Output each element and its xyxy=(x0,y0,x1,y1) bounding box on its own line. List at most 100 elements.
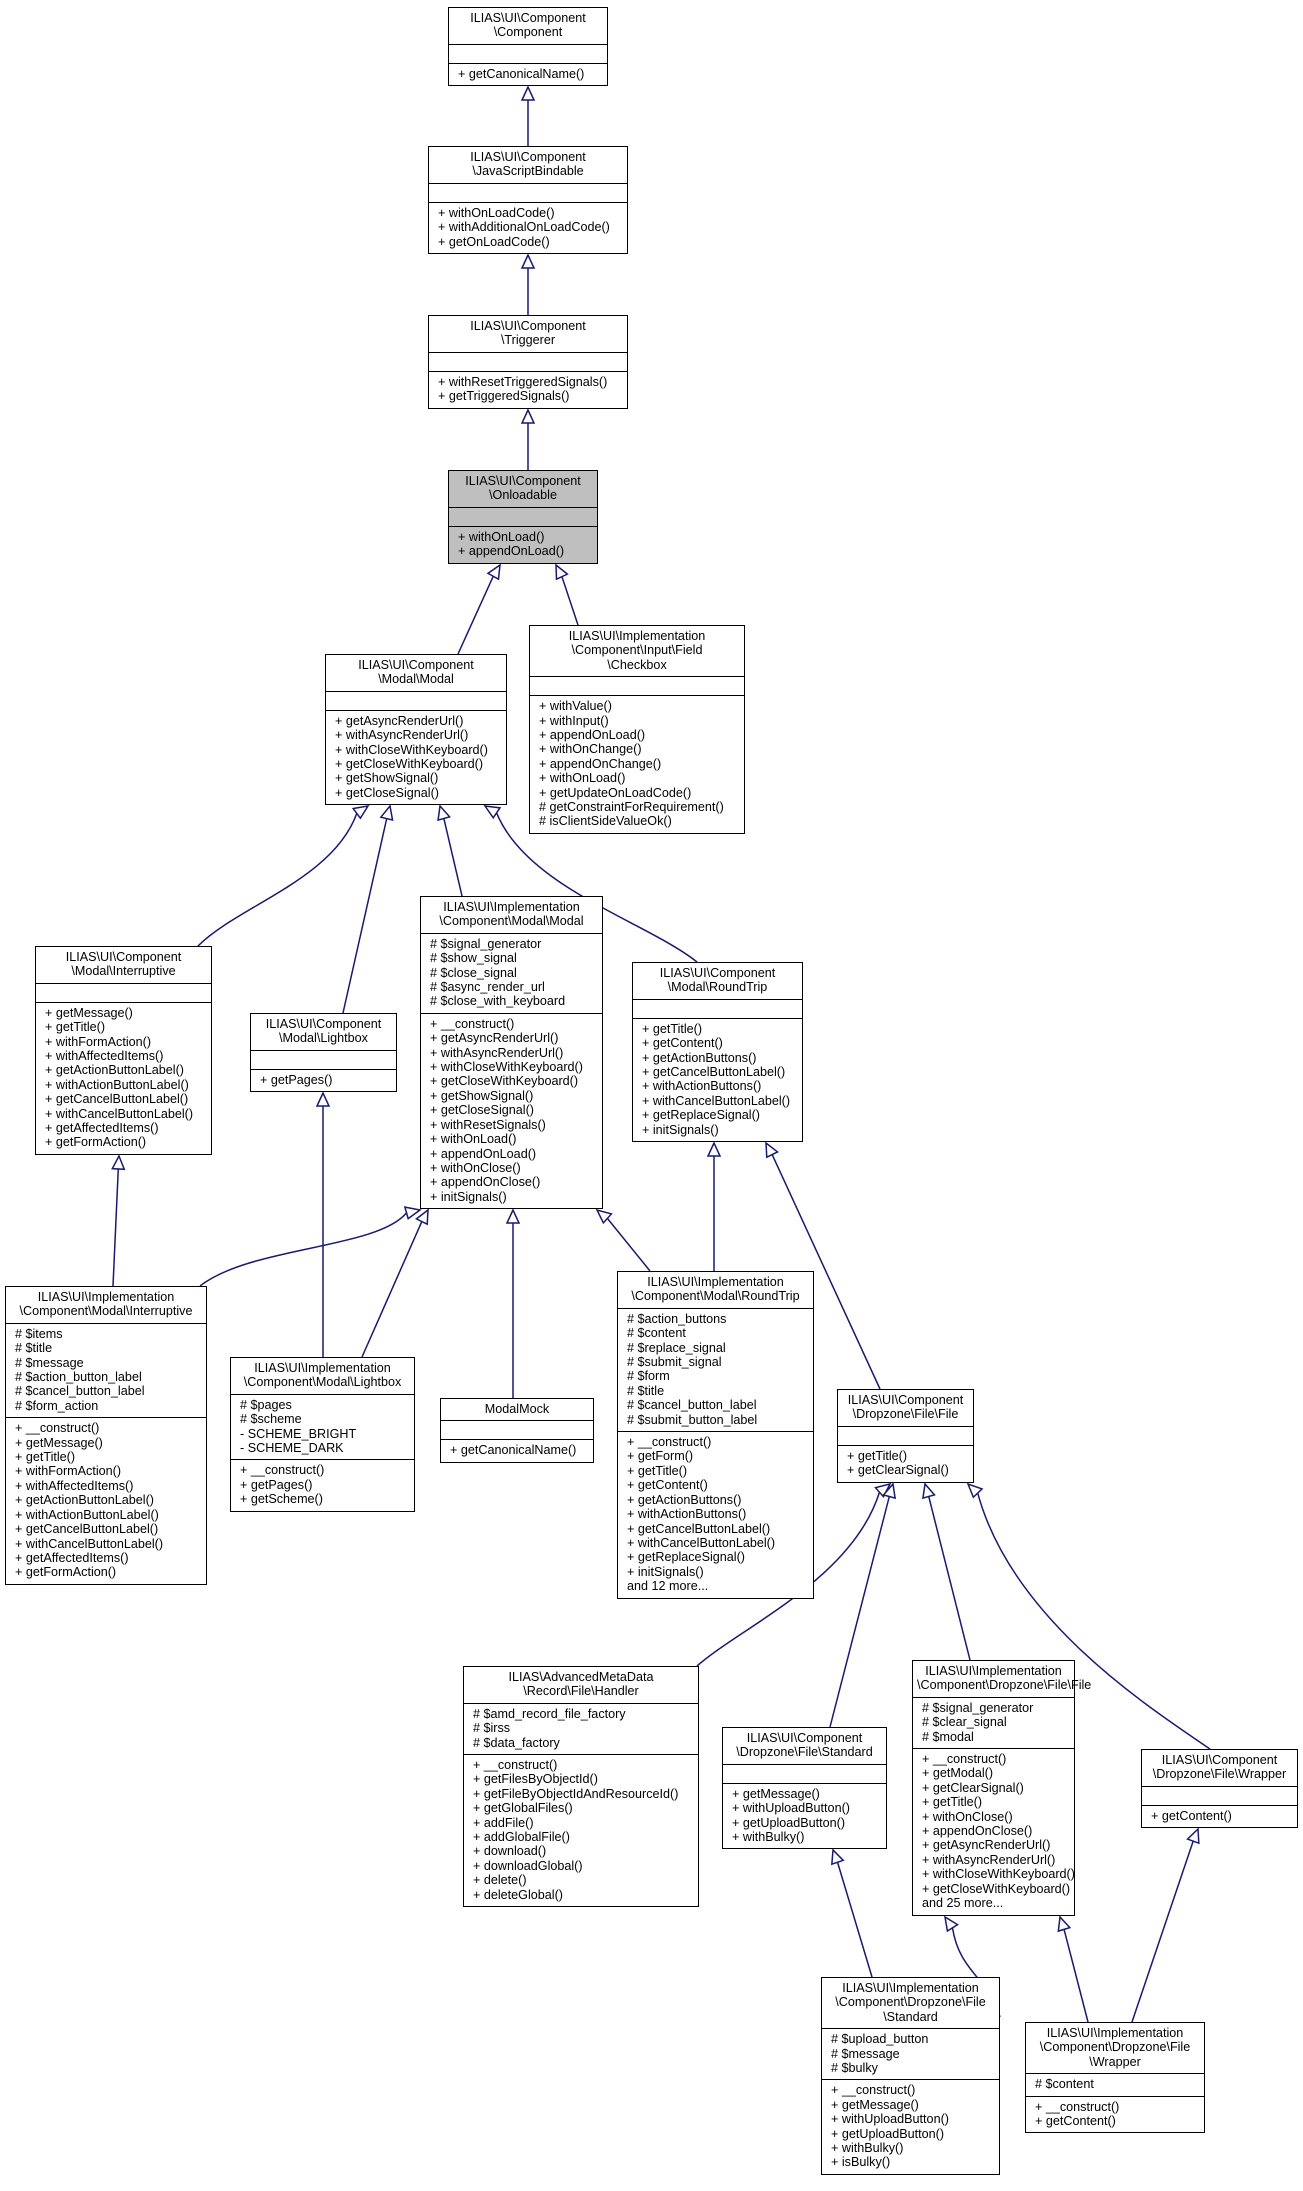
inheritance-arrowhead xyxy=(483,805,502,820)
class-methods: + __construct()+ getFilesByObjectId()+ g… xyxy=(464,1754,698,1906)
class-method: + withBulky() xyxy=(831,2141,904,2156)
class-box-lightbox[interactable]: ILIAS\UI\Component\Modal\Lightbox+ getPa… xyxy=(250,1013,397,1093)
class-title: ILIAS\UI\Implementation\Component\Modal\… xyxy=(231,1358,414,1394)
class-method: + __construct() xyxy=(15,1421,100,1436)
class-title-line: \Component\Dropzone\File\File xyxy=(917,1678,1092,1693)
class-attributes: # $action_buttons# $content# $replace_si… xyxy=(618,1307,813,1431)
class-attributes: # $amd_record_file_factory# $irss# $data… xyxy=(464,1702,698,1754)
class-method: + appendOnLoad() xyxy=(430,1146,537,1161)
class-title-line: ILIAS\UI\Component xyxy=(659,966,776,980)
class-attribute: # $show_signal xyxy=(430,951,517,966)
class-method: + withOnLoad() xyxy=(430,1132,517,1147)
class-title-line: ILIAS\UI\Implementation xyxy=(254,1361,391,1375)
class-title: ILIAS\UI\Component\Dropzone\File\Standar… xyxy=(723,1728,886,1764)
inheritance-arrowhead xyxy=(315,1091,331,1107)
class-box-onloadable[interactable]: ILIAS\UI\Component\Onloadable + withOnLoa… xyxy=(448,470,598,564)
class-method: + getAffectedItems() xyxy=(15,1550,129,1565)
class-attributes xyxy=(441,1420,593,1439)
class-methods: + getMessage()+ getTitle()+ withFormActi… xyxy=(36,1001,211,1154)
class-method: + getFormAction() xyxy=(45,1135,147,1150)
class-attribute: # $async_render_url xyxy=(430,980,545,995)
class-box-triggerer[interactable]: ILIAS\UI\Component\Triggerer+ withResetT… xyxy=(428,315,628,409)
class-attributes: # $signal_generator# $show_signal# $clos… xyxy=(421,932,602,1013)
class-box-impldzwrapper[interactable]: ILIAS\UI\Implementation\Component\Dropzo… xyxy=(1025,2022,1205,2134)
class-title-line: ILIAS\UI\Component xyxy=(746,1731,863,1745)
class-method: + withAsyncRenderUrl() xyxy=(430,1045,564,1060)
class-attributes xyxy=(449,506,597,526)
class-method: + getReplaceSignal() xyxy=(642,1108,760,1123)
class-attributes xyxy=(530,676,744,695)
class-box-implmodal[interactable]: ILIAS\UI\Implementation\Component\Modal\… xyxy=(420,896,603,1210)
class-attribute: # $scheme xyxy=(240,1412,302,1427)
inheritance-arrowhead xyxy=(520,253,536,269)
class-method: + getFormAction() xyxy=(15,1565,117,1580)
inheritance-arrowhead xyxy=(111,1154,126,1171)
class-method: + initSignals() xyxy=(627,1564,704,1579)
class-methods: + withOnLoad()+ appendOnLoad() xyxy=(449,525,597,563)
class-box-roundtrip[interactable]: ILIAS\UI\Component\Modal\RoundTrip+ getT… xyxy=(632,962,803,1143)
inheritance-arrowhead xyxy=(882,1482,896,1500)
class-title-line: ILIAS\UI\Component xyxy=(265,1017,382,1031)
inheritance-arrowhead xyxy=(922,1482,936,1500)
inheritance-arrowhead xyxy=(706,1141,722,1157)
class-box-implinterruptive[interactable]: ILIAS\UI\Implementation\Component\Modal\… xyxy=(5,1286,207,1585)
class-method: + withOnLoad() xyxy=(458,529,545,544)
class-box-impllightbox[interactable]: ILIAS\UI\Implementation\Component\Modal\… xyxy=(230,1357,415,1512)
class-method: + getModal() xyxy=(922,1766,994,1781)
class-box-impldzstandard[interactable]: ILIAS\UI\Implementation\Component\Dropzo… xyxy=(821,1977,1000,2175)
class-title-line: \Modal\Interruptive xyxy=(71,964,176,979)
inheritance-arrowhead xyxy=(505,1208,521,1224)
class-box-implroundtrip[interactable]: ILIAS\UI\Implementation\Component\Modal\… xyxy=(617,1271,814,1599)
class-method: + getCloseSignal() xyxy=(430,1103,534,1118)
class-method: + getMessage() xyxy=(831,2097,919,2112)
class-title: ILIAS\UI\Component\Onloadable xyxy=(449,471,597,507)
class-method: + withOnClose() xyxy=(430,1160,521,1175)
class-attribute: # $close_signal xyxy=(430,965,517,980)
class-attributes xyxy=(1142,1785,1297,1805)
class-box-interruptive[interactable]: ILIAS\UI\Component\Modal\Interruptive+ g… xyxy=(35,946,212,1155)
class-methods: + getTitle()+ getClearSignal() xyxy=(838,1444,973,1482)
class-method: + withOnLoad() xyxy=(539,771,626,786)
class-box-dzstandard[interactable]: ILIAS\UI\Component\Dropzone\File\Standar… xyxy=(722,1727,887,1850)
class-box-dzfile[interactable]: ILIAS\UI\Component\Dropzone\File\File+ g… xyxy=(837,1389,974,1483)
class-box-checkbox[interactable]: ILIAS\UI\Implementation\Component\Input\… xyxy=(529,625,745,834)
class-title-line: \Triggerer xyxy=(500,333,556,348)
class-box-dzwrapper[interactable]: ILIAS\UI\Component\Dropzone\File\Wrapper… xyxy=(1141,1749,1298,1829)
class-box-jsbindable[interactable]: ILIAS\UI\Component\JavaScriptBindable+ w… xyxy=(428,146,628,255)
class-box-component[interactable]: ILIAS\UI\Component\Component+ getCanonic… xyxy=(448,7,608,87)
class-methods: + __construct()+ getPages()+ getScheme() xyxy=(231,1459,414,1510)
class-attributes xyxy=(251,1049,396,1069)
class-title-line: \Component\Modal\Lightbox xyxy=(243,1375,402,1390)
class-method: + getUploadButton() xyxy=(831,2126,945,2141)
class-method: + getAsyncRenderUrl() xyxy=(335,713,464,728)
class-attribute: # $upload_button xyxy=(831,2032,929,2047)
inheritance-arrowhead xyxy=(765,1141,779,1159)
class-method: + getShowSignal() xyxy=(430,1088,534,1103)
class-method: + withInput() xyxy=(539,713,609,728)
inheritance-edge-dzwrapper-to-dzfile xyxy=(976,1492,1211,1750)
class-methods: + __construct()+ getForm()+ getTitle()+ … xyxy=(618,1431,813,1597)
class-attribute: # $items xyxy=(15,1326,63,1341)
class-attributes: # $pages# $scheme- SCHEME_BRIGHT- SCHEME… xyxy=(231,1393,414,1460)
class-method: + withActionButtonLabel() xyxy=(45,1077,189,1092)
class-method: + getTitle() xyxy=(922,1795,983,1810)
class-title: ILIAS\AdvancedMetaData\Record\File\Handl… xyxy=(464,1667,698,1703)
class-attribute: # $bulky xyxy=(831,2061,878,2076)
class-method: + getCanonicalName() xyxy=(458,66,585,81)
class-title-line: \Wrapper xyxy=(1089,2054,1141,2069)
class-box-impldzfile[interactable]: ILIAS\UI\Implementation\Component\Dropzo… xyxy=(912,1660,1092,1916)
class-attribute: # $replace_signal xyxy=(627,1340,726,1355)
class-box-modal[interactable]: ILIAS\UI\Component\Modal\Modal+ getAsync… xyxy=(325,654,507,806)
inheritance-arrowhead xyxy=(415,1208,429,1226)
class-methods: + getTitle()+ getContent()+ getActionBut… xyxy=(633,1017,802,1141)
class-method: + getCancelButtonLabel() xyxy=(15,1522,159,1537)
class-method: + getAffectedItems() xyxy=(45,1121,159,1136)
class-title: ILIAS\UI\Component\Modal\Lightbox xyxy=(251,1014,396,1050)
class-method: + addGlobalFile() xyxy=(473,1830,570,1845)
inheritance-edge-impllightbox-to-implmodal xyxy=(361,1221,423,1358)
class-method: + getActionButtonLabel() xyxy=(15,1493,154,1508)
class-title-line: ILIAS\UI\Component xyxy=(470,150,586,164)
class-box-amdhandler[interactable]: ILIAS\AdvancedMetaData\Record\File\Handl… xyxy=(463,1666,699,1908)
class-methods: + getContent() xyxy=(1142,1804,1297,1827)
class-box-modalmock[interactable]: ModalMock+ getCanonicalName() xyxy=(440,1398,594,1463)
